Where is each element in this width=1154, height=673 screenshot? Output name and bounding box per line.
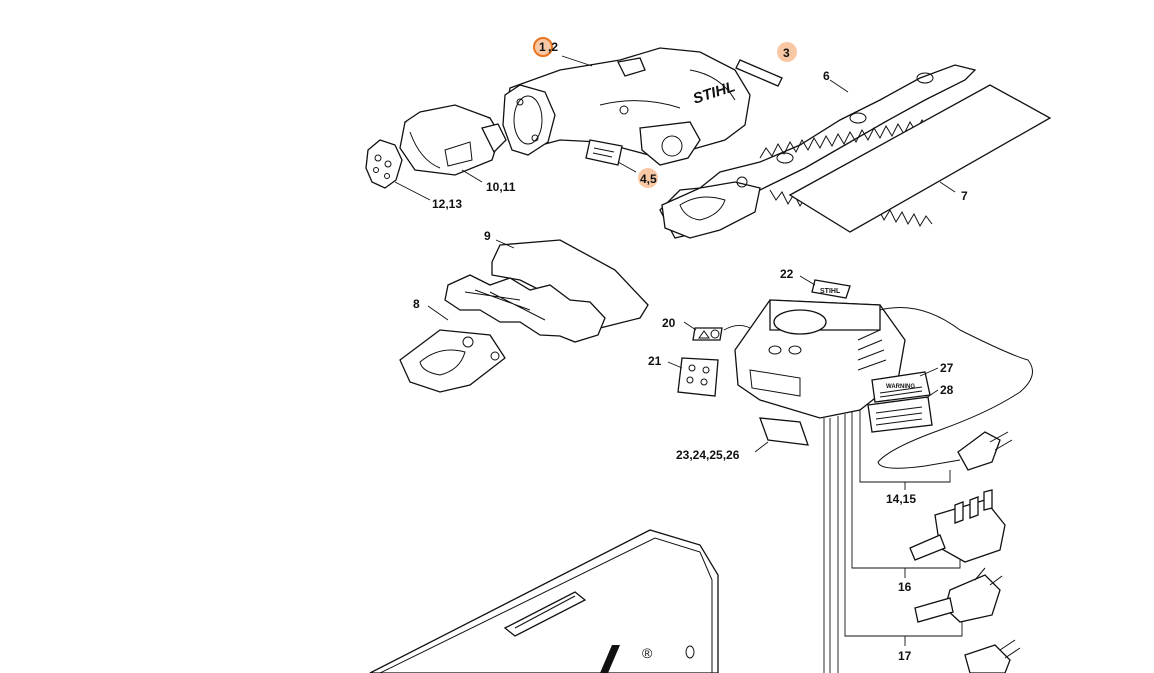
shear-body-part[interactable]: STIHL — [502, 47, 751, 166]
grass-shear-blade-part[interactable] — [399, 274, 606, 393]
callout-27[interactable]: 27 — [940, 361, 954, 375]
charger-base-plate-part[interactable] — [759, 417, 809, 446]
callout-4-5[interactable]: 4,5 — [640, 172, 657, 186]
callout-3[interactable]: 3 — [783, 46, 790, 60]
callout-14-15[interactable]: 14,15 — [886, 492, 916, 506]
warning-label-text: WARNING — [886, 384, 915, 390]
battery-part[interactable] — [399, 104, 507, 176]
us-plug-part[interactable] — [964, 639, 1021, 673]
callout-10-11[interactable]: 10,11 — [486, 180, 516, 194]
callout-28[interactable]: 28 — [940, 383, 954, 397]
callout-21[interactable]: 21 — [648, 354, 662, 368]
charger-cable — [877, 307, 1033, 469]
warning-symbol-label-part[interactable] — [692, 327, 723, 341]
callout-22[interactable]: 22 — [780, 267, 794, 281]
callout-1[interactable]: 1 — [539, 40, 546, 54]
au-plug-part[interactable] — [914, 567, 1003, 623]
symbol-sticker-part[interactable] — [677, 357, 719, 397]
decal-strip-part[interactable] — [735, 59, 783, 87]
callout-7[interactable]: 7 — [961, 189, 968, 203]
callout-12-13[interactable]: 12,13 — [432, 197, 462, 211]
callout-2[interactable]: ,2 — [548, 40, 558, 54]
callout-8[interactable]: 8 — [413, 297, 420, 311]
callout-3-hotspot[interactable] — [777, 42, 797, 62]
carrying-case-part[interactable]: ® — [369, 529, 719, 673]
callout-20[interactable]: 20 — [662, 316, 676, 330]
uk-plug-part[interactable] — [909, 489, 1006, 563]
callout-9[interactable]: 9 — [484, 229, 491, 243]
callout-leaders — [394, 55, 956, 646]
case-registered-mark: ® — [642, 645, 653, 661]
label-20-arrow — [723, 325, 751, 331]
charger-brand-label-part[interactable]: STIHL — [811, 279, 851, 299]
battery-charger-part[interactable] — [734, 299, 906, 419]
blade-guard-part[interactable] — [788, 84, 1052, 233]
battery-cover-part[interactable] — [365, 139, 403, 189]
rating-label-part[interactable] — [867, 396, 933, 433]
plug-variant-leaders — [823, 410, 963, 673]
callout-4-hotspot[interactable] — [638, 168, 658, 188]
callout-6[interactable]: 6 — [823, 69, 830, 83]
charger-label-brand: STIHL — [820, 288, 841, 295]
selected-callout-ring[interactable] — [533, 37, 553, 57]
rating-plate-part[interactable] — [585, 139, 623, 166]
hedge-blade-part[interactable] — [659, 64, 977, 239]
callout-17[interactable]: 17 — [898, 649, 912, 663]
eu-plug-part[interactable] — [957, 431, 1013, 471]
callout-16[interactable]: 16 — [898, 580, 912, 594]
callout-23-26[interactable]: 23,24,25,26 — [676, 448, 740, 462]
